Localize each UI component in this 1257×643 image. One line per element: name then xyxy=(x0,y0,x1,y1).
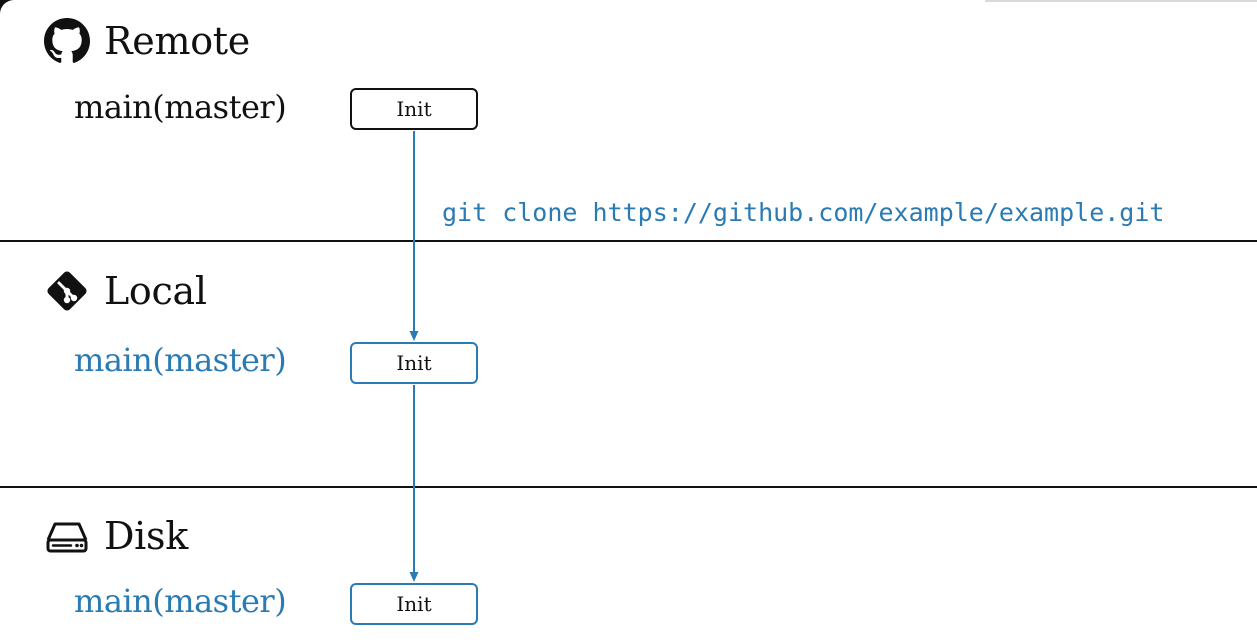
local-commit-node[interactable]: Init xyxy=(350,342,478,384)
remote-section-title: Remote xyxy=(42,16,250,66)
remote-commit-label: Init xyxy=(396,97,432,121)
local-title: Local xyxy=(104,269,207,313)
clone-arrow xyxy=(409,131,419,341)
local-branch-label: main(master) xyxy=(74,341,287,379)
disk-title: Disk xyxy=(104,514,188,558)
git-clone-command: git clone https://github.com/example/exa… xyxy=(442,198,1165,227)
section-divider-local-disk xyxy=(0,486,1257,488)
disk-commit-label: Init xyxy=(396,592,432,616)
local-section-title: Local xyxy=(42,266,207,316)
disk-section-title: Disk xyxy=(42,511,188,561)
disk-commit-node[interactable]: Init xyxy=(350,583,478,625)
section-divider-remote-local xyxy=(0,240,1257,242)
remote-commit-node[interactable]: Init xyxy=(350,88,478,130)
top-edge-mark xyxy=(985,0,1257,2)
github-icon xyxy=(42,16,92,66)
disk-branch-label: main(master) xyxy=(74,582,287,620)
remote-branch-label: main(master) xyxy=(74,88,287,126)
checkout-arrow xyxy=(409,385,419,582)
remote-title: Remote xyxy=(104,19,250,63)
git-icon xyxy=(42,266,92,316)
local-commit-label: Init xyxy=(396,351,432,375)
hard-drive-icon xyxy=(42,511,92,561)
